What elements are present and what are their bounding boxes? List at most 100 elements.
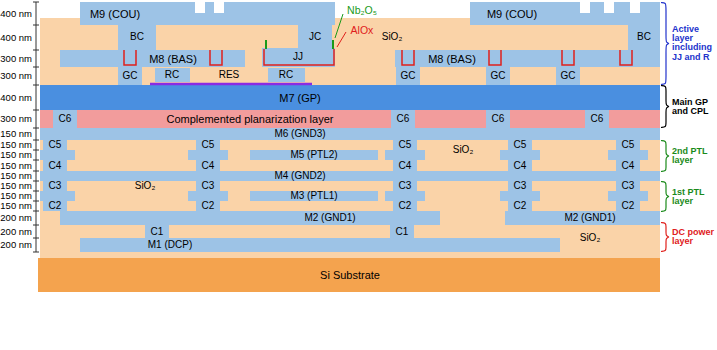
part-label: C5: [49, 140, 62, 150]
part-label: BC: [637, 32, 651, 42]
dimension-tick: [33, 171, 39, 172]
layer-name: M2 (GND1): [304, 213, 355, 223]
layer-group-label: Main GP and CPL: [672, 97, 715, 116]
part-label: C2: [399, 201, 412, 211]
material-label: Nb₂O₅: [347, 5, 377, 16]
notch: [580, 2, 590, 13]
part-label: GC: [561, 71, 576, 81]
via: [391, 110, 415, 128]
thickness-label: 400 nm: [0, 93, 32, 103]
metal-layer: M8 (BAS): [395, 50, 660, 67]
via: [486, 110, 510, 128]
part-label: C6: [397, 114, 410, 124]
bracket: [661, 86, 669, 128]
part-label: C5: [514, 140, 527, 150]
thickness-label: 150 nm: [0, 140, 32, 150]
dimension-tick: [33, 110, 39, 111]
thickness-label: 150 nm: [0, 150, 32, 160]
via: [145, 225, 169, 238]
via: [393, 140, 417, 150]
alox-trench: [620, 50, 632, 65]
dimension-tick: [33, 252, 39, 253]
metal-pad: [500, 191, 540, 201]
part-label: C1: [396, 227, 409, 237]
bracket: [661, 3, 669, 85]
part-label: GC: [123, 71, 138, 81]
alox-trench: [402, 50, 414, 65]
layer-name: M5 (PTL2): [290, 150, 337, 160]
via: [616, 181, 640, 191]
resistor-contact: [155, 68, 190, 82]
leader-line: [337, 32, 346, 47]
via: [393, 201, 417, 211]
part-label: BC: [130, 32, 144, 42]
via: [396, 67, 420, 85]
layer-group-label: 1st PTL layer: [672, 187, 715, 206]
layer-name: Si Substrate: [320, 270, 380, 281]
part-label: RES: [219, 70, 240, 80]
part-label: C4: [202, 161, 215, 171]
nb2o5-layer: [265, 40, 267, 49]
via: [508, 181, 532, 191]
part-label: C3: [514, 181, 527, 191]
dimension-tick: [33, 140, 39, 141]
nb2o5-layer: [332, 40, 334, 49]
part-label: C2: [514, 201, 527, 211]
layer-group-label: Active layer including JJ and R: [672, 25, 715, 63]
part-label: SiO₂: [135, 181, 156, 191]
layer-name: M8 (BAS): [149, 53, 197, 64]
part-label: C6: [59, 114, 72, 124]
thickness-label: 150 nm: [0, 171, 32, 181]
via: [196, 160, 220, 171]
material-label: AlOx: [351, 25, 374, 36]
via: [616, 140, 640, 150]
part-label: C3: [622, 181, 635, 191]
bracket: [661, 182, 669, 212]
layer-group-label: 2nd PTL layer: [672, 147, 715, 166]
metal-layer: M9 (COU): [470, 2, 660, 25]
layer-name: M1 (DCP): [148, 240, 192, 250]
layer-name: M2 (GND1): [564, 213, 615, 223]
bracket: [661, 223, 669, 252]
metal-pad: [40, 191, 75, 201]
metal-layer: M8 (BAS): [60, 50, 245, 67]
via: [508, 201, 532, 211]
metal-pad: [40, 150, 75, 160]
metal-pad: [385, 150, 425, 160]
alox-trench: [124, 50, 136, 65]
dimension-tick: [33, 85, 39, 86]
metal-pad: [500, 150, 540, 160]
via: [118, 67, 142, 85]
part-label: C5: [399, 140, 412, 150]
metal-pad: [385, 191, 425, 201]
part-label: C4: [49, 161, 62, 171]
resistor-film: [150, 83, 312, 86]
dimension-tick: [33, 67, 39, 68]
part-label: GC: [401, 71, 416, 81]
part-label: GC: [491, 71, 506, 81]
metal-layer: M7 (GP): [40, 85, 660, 110]
via: [196, 181, 220, 191]
part-label: RC: [165, 70, 179, 80]
via: [43, 140, 67, 150]
via: [196, 201, 220, 211]
thickness-label: 300 nm: [0, 71, 32, 81]
substrate-band: Si Substrate: [38, 258, 660, 292]
dimension-tick: [33, 181, 39, 182]
part-label: SiO₂: [382, 32, 403, 42]
via: [53, 110, 77, 128]
layer-name: M7 (GP): [279, 92, 321, 103]
thickness-label: 200 nm: [0, 240, 32, 250]
metal-layer: M5 (PTL2): [250, 150, 378, 160]
part-label: C3: [202, 181, 215, 191]
alox-layer: [264, 49, 334, 65]
part-label: JC: [309, 32, 321, 42]
via: [298, 25, 332, 50]
part-label: C3: [399, 181, 412, 191]
thickness-label: 400 nm: [0, 33, 32, 43]
metal-pad: [608, 150, 648, 160]
metal-layer: M2 (GND1): [60, 211, 440, 225]
via: [43, 201, 67, 211]
dimension-tick: [33, 201, 39, 202]
part-label: C6: [492, 114, 505, 124]
